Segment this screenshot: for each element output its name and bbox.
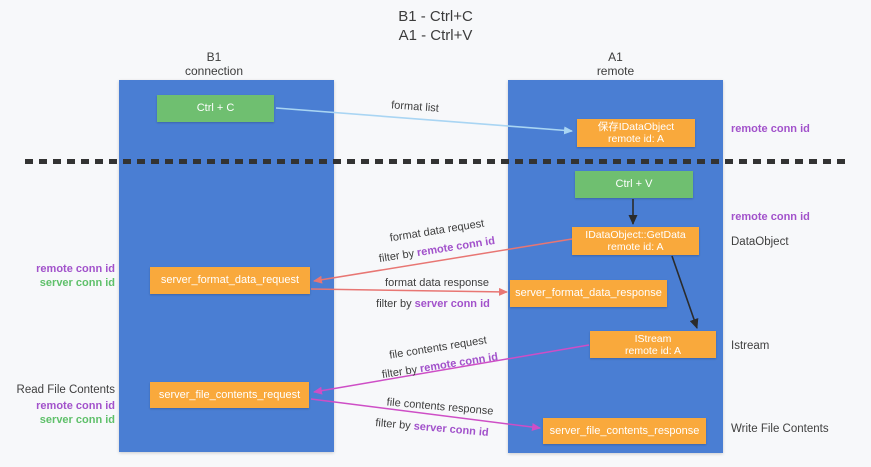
node-server-format-data-response: server_format_data_response bbox=[510, 280, 667, 307]
node-ctrl-c-label: Ctrl + C bbox=[196, 102, 235, 114]
filter-by-text: filter by bbox=[374, 417, 415, 433]
remote-conn-id-text: remote conn id bbox=[416, 234, 496, 260]
node-getdata-line1: IDataObject::GetData bbox=[585, 229, 686, 241]
annotation-read-file-contents: Read File Contents bbox=[16, 384, 115, 396]
lane-b1-name: B1 bbox=[206, 50, 222, 64]
flow-label-format-data-response: format data response bbox=[385, 277, 489, 289]
annotation-remote-conn-id-top-right: remote conn id bbox=[731, 123, 810, 135]
node-istream: IStream remote id: A bbox=[590, 331, 716, 358]
lane-b1-subtitle: connection bbox=[184, 64, 244, 78]
node-save-line2: remote id: A bbox=[607, 133, 665, 145]
node-server-file-contents-request: server_file_contents_request bbox=[150, 382, 309, 408]
node-idataobject-getdata: IDataObject::GetData remote id: A bbox=[572, 227, 699, 255]
node-fmt-resp-label: server_format_data_response bbox=[515, 287, 662, 299]
node-server-format-data-request: server_format_data_request bbox=[150, 267, 310, 294]
title-line-2: A1 - Ctrl+V bbox=[398, 27, 473, 44]
node-ctrl-v: Ctrl + V bbox=[575, 171, 693, 198]
node-save-idataobject: 保存IDataObject remote id: A bbox=[577, 119, 695, 147]
flow-label-file-contents-response: file contents response bbox=[386, 396, 494, 417]
title-line-1: B1 - Ctrl+C bbox=[398, 8, 473, 25]
node-ctrl-v-label: Ctrl + V bbox=[615, 178, 653, 190]
file-contents-response-text: file contents response bbox=[386, 396, 494, 418]
annotation-write-file-contents: Write File Contents bbox=[731, 423, 829, 435]
node-save-line1: 保存IDataObject bbox=[597, 121, 675, 133]
filter-by-text: filter by bbox=[381, 363, 422, 382]
node-istream-line1: IStream bbox=[634, 332, 672, 345]
node-fmt-req-label: server_format_data_request bbox=[160, 274, 300, 286]
annotation-server-conn-id-left-2: server conn id bbox=[39, 414, 115, 426]
flow-label-format-list: format list bbox=[391, 99, 439, 114]
annotation-istream: Istream bbox=[731, 340, 770, 352]
format-list-text: format list bbox=[390, 99, 440, 115]
server-conn-id-text: server conn id bbox=[413, 420, 490, 439]
arrow-format-data-response bbox=[310, 287, 508, 296]
dashed-separator bbox=[25, 159, 847, 164]
node-getdata-line2: remote id: A bbox=[607, 241, 664, 253]
diagram-title: B1 - Ctrl+C A1 - Ctrl+V bbox=[0, 7, 871, 45]
server-conn-id-text: server conn id bbox=[414, 298, 490, 310]
annotation-remote-conn-id-mid-right: remote conn id bbox=[731, 211, 810, 223]
node-ctrl-c: Ctrl + C bbox=[157, 95, 274, 122]
annotation-server-conn-id-left-1: server conn id bbox=[39, 277, 115, 289]
flow-label-filter-server-2: filter by server conn id bbox=[375, 417, 489, 439]
node-file-resp-label: server_file_contents_response bbox=[549, 424, 700, 437]
filter-by-text: filter by bbox=[376, 298, 415, 310]
filter-by-text: filter by bbox=[378, 247, 419, 266]
lane-header-b1: B1 connection bbox=[119, 50, 309, 78]
flow-label-filter-server-1: filter by server conn id bbox=[376, 298, 490, 310]
lane-a1-name: A1 bbox=[608, 50, 623, 64]
node-istream-line2: remote id: A bbox=[624, 344, 682, 357]
node-server-file-contents-response: server_file_contents_response bbox=[543, 418, 706, 444]
annotation-remote-conn-id-left-1: remote conn id bbox=[36, 263, 115, 275]
node-file-req-label: server_file_contents_request bbox=[158, 388, 301, 401]
lane-header-a1: A1 remote bbox=[508, 50, 723, 78]
format-data-response-text: format data response bbox=[385, 277, 489, 289]
annotation-dataobject: DataObject bbox=[731, 236, 789, 248]
annotation-remote-conn-id-left-2: remote conn id bbox=[36, 400, 115, 412]
lane-a1-subtitle: remote bbox=[596, 64, 635, 78]
